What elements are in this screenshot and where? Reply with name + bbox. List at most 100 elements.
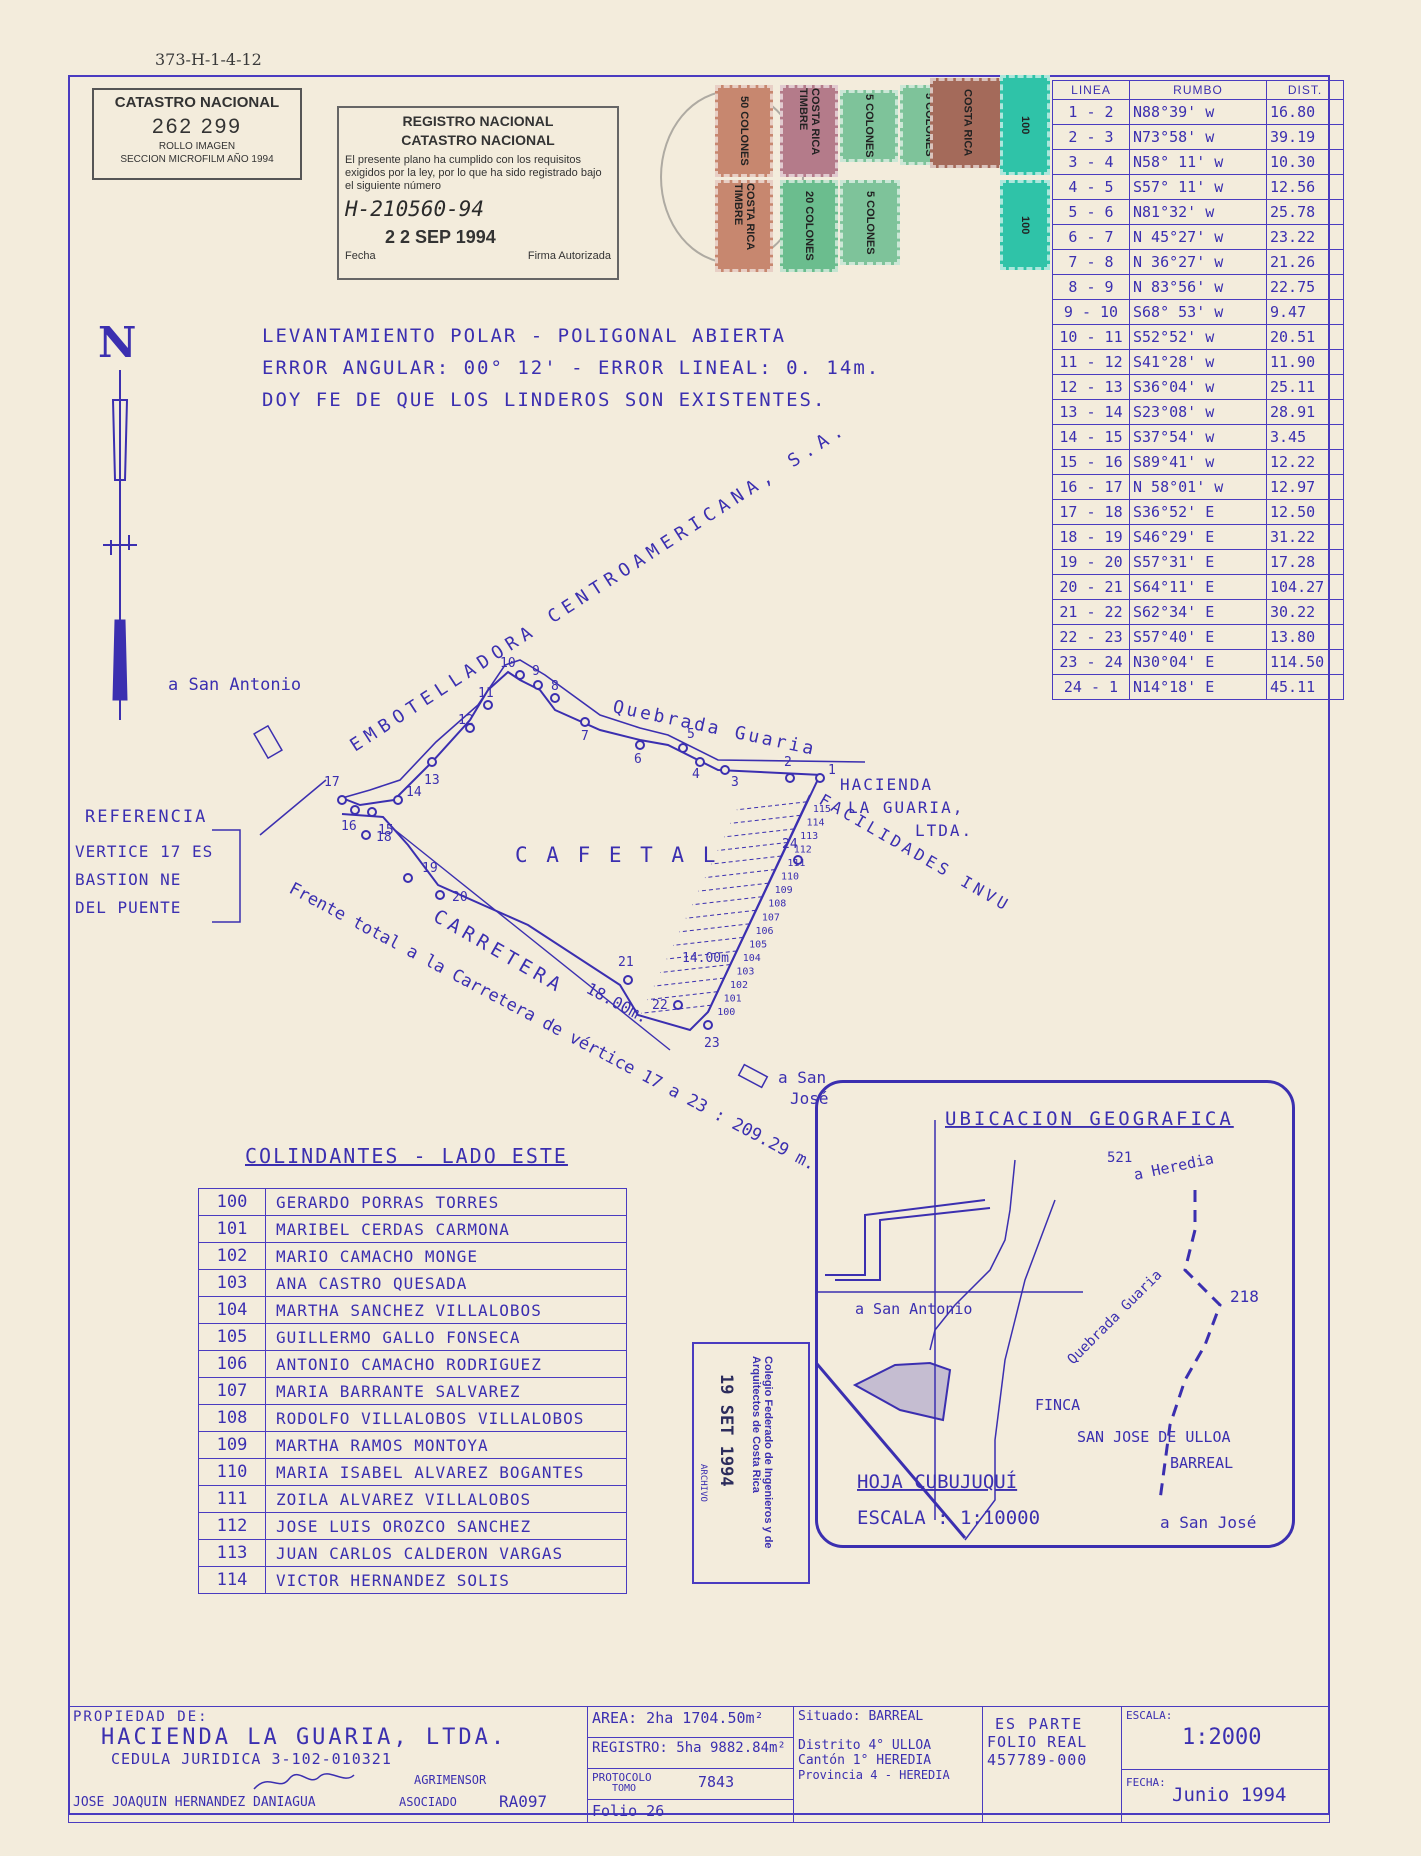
- lot-number: 104: [743, 953, 761, 964]
- fecha-value: Junio 1994: [1172, 1784, 1287, 1806]
- title-owner-cell: PROPIEDAD DE: HACIENDA LA GUARIA, LTDA. …: [68, 1706, 588, 1823]
- vertex-label: 19: [422, 861, 438, 876]
- colindante-owner: MARIBEL CERDAS CARMONA: [265, 1215, 627, 1243]
- fiscal-stamp: 20 COLONES: [780, 180, 838, 272]
- fiscal-stamp: 5 COLONES: [840, 90, 898, 162]
- lot-division-line: [692, 896, 763, 906]
- vertex-label: 24: [782, 837, 798, 852]
- ubicacion-map: UBICACION GEOGRAFICA 521 a Heredia a San…: [815, 1108, 1259, 1541]
- rumbo-linea: 1 - 2: [1052, 99, 1130, 125]
- label-to-san-jose-1: a San: [778, 1068, 826, 1087]
- lot-number: 101: [724, 994, 742, 1005]
- rumbo-linea: 8 - 9: [1052, 274, 1130, 300]
- vertex-point: [815, 773, 825, 783]
- escala-box: ESCALA: 1:2000: [1122, 1707, 1329, 1770]
- hoja-cubujuqui: HOJA CUBUJUQUÍ: [857, 1470, 1017, 1493]
- agrimensor-code: RA097: [499, 1792, 548, 1811]
- colindante-lot: 114: [198, 1566, 266, 1594]
- rumbo-distance: 12.97: [1266, 474, 1344, 500]
- colindante-owner: ANA CASTRO QUESADA: [265, 1269, 627, 1297]
- colindante-owner: VICTOR HERNANDEZ SOLIS: [265, 1566, 627, 1594]
- vertex-label: 20: [452, 890, 468, 905]
- to-san-jose: a San José: [1160, 1513, 1256, 1532]
- vertex-label: 21: [618, 955, 634, 970]
- san-jose-ulloa: SAN JOSE DE ULLOA: [1077, 1428, 1231, 1446]
- rumbo-linea: 4 - 5: [1052, 174, 1130, 200]
- lot-number: 105: [749, 939, 767, 950]
- lot-number: 100: [717, 1007, 735, 1018]
- colindante-lot: 112: [198, 1512, 266, 1540]
- rumbo-bearing: S57°40' E: [1129, 624, 1267, 650]
- vertex-point: [695, 757, 705, 767]
- cedula-juridica: CEDULA JURIDICA 3-102-010321: [111, 1750, 392, 1768]
- rumbo-bearing: N81°32' w: [1129, 199, 1267, 225]
- rumbo-linea: 16 - 17: [1052, 474, 1130, 500]
- colindante-lot: 103: [198, 1269, 266, 1297]
- rumbo-bearing: S37°54' w: [1129, 424, 1267, 450]
- rumbo-header-dist: DIST.: [1266, 80, 1344, 100]
- rumbo-bearing: N58° 11' w: [1129, 149, 1267, 175]
- rumbo-distance: 16.80: [1266, 99, 1344, 125]
- rumbo-linea: 18 - 19: [1052, 524, 1130, 550]
- rumbo-distance: 3.45: [1266, 424, 1344, 450]
- boundary-24-1: [707, 774, 821, 1013]
- colindante-lot: 111: [198, 1485, 266, 1513]
- colindante-lot: 109: [198, 1431, 266, 1459]
- lot-number: 108: [768, 899, 786, 910]
- rumbo-linea: 21 - 22: [1052, 599, 1130, 625]
- colegio-small: ARCHIVO: [698, 1464, 708, 1502]
- label-width-18: 18.00m.: [583, 979, 651, 1027]
- rumbo-linea: 24 - 1: [1052, 674, 1130, 700]
- vertex-point: [350, 805, 360, 815]
- colindante-owner: MARIA ISABEL ALVAREZ BOGANTES: [265, 1458, 627, 1486]
- lot-division-line: [647, 991, 718, 1001]
- colindante-lot: 107: [198, 1377, 266, 1405]
- vertex-point: [403, 873, 413, 883]
- vertex-label: 18: [376, 830, 392, 845]
- colindante-lot: 100: [198, 1188, 266, 1216]
- rumbo-linea: 20 - 21: [1052, 574, 1130, 600]
- vertex-label: 12: [458, 713, 474, 728]
- vertex-label: 2: [784, 755, 792, 770]
- vertex-label: 10: [500, 656, 516, 671]
- north-arrow-label: N: [98, 318, 137, 367]
- colindante-owner: ANTONIO CAMACHO RODRIGUEZ: [265, 1350, 627, 1378]
- rumbo-distance: 20.51: [1266, 324, 1344, 350]
- ubicacion-box: [815, 1080, 1295, 1548]
- lot-number: 115: [813, 804, 831, 815]
- rumbo-bearing: S36°52' E: [1129, 499, 1267, 525]
- registro-stamp: REGISTRO NACIONAL CATASTRO NACIONAL El p…: [337, 106, 619, 280]
- label-width-14: 14.00m: [682, 951, 729, 966]
- to-heredia: a Heredia: [1132, 1149, 1215, 1184]
- vertex-label: 15: [378, 823, 394, 838]
- lot-number: 102: [730, 980, 748, 991]
- colindante-owner: MARTHA RAMOS MONTOYA: [265, 1431, 627, 1459]
- rumbo-bearing: S89°41' w: [1129, 449, 1267, 475]
- vertex-label: 8: [551, 679, 559, 694]
- provincia: Provincia 4 - HEREDIA: [798, 1768, 950, 1782]
- colindante-lot: 104: [198, 1296, 266, 1324]
- lot-number: 112: [794, 844, 812, 855]
- rumbo-linea: 14 - 15: [1052, 424, 1130, 450]
- lot-division-line: [730, 814, 801, 824]
- protocolo-label: PROTOCOLO: [592, 1771, 652, 1784]
- rumbo-distance: 17.28: [1266, 549, 1344, 575]
- note-doy-fe: DOY FE DE QUE LOS LINDEROS SON EXISTENTE…: [262, 389, 827, 411]
- rumbo-bearing: S36°04' w: [1129, 374, 1267, 400]
- registro-line2: CATASTRO NACIONAL: [401, 132, 555, 148]
- rumbo-header-linea: LINEA: [1052, 80, 1130, 100]
